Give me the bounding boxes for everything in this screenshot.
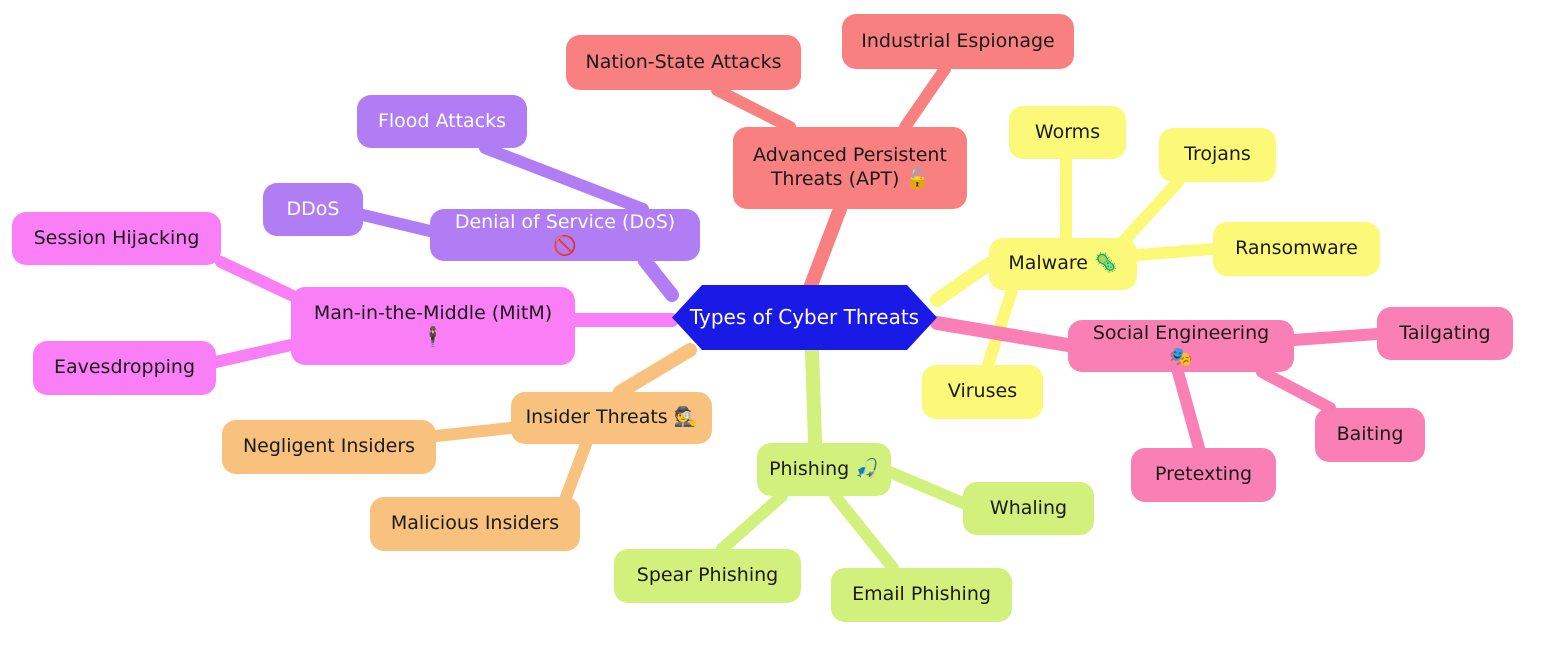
hexagon-shape	[672, 285, 937, 350]
branch-node-social-engineering[interactable]: Social Engineering 🎭	[1068, 320, 1294, 372]
node-label: Types of Cyber Threats	[689, 305, 920, 329]
node-label: Baiting	[1336, 423, 1404, 446]
node-label: Ransomware	[1235, 237, 1358, 260]
edge-phishing-to-email-phishing	[829, 490, 899, 574]
node-label: Session Hijacking	[33, 226, 200, 249]
node-label: Eavesdropping	[53, 356, 196, 379]
leaf-node-negligent-insiders[interactable]: Negligent Insiders	[222, 420, 436, 474]
leaf-node-baiting[interactable]: Baiting	[1315, 408, 1425, 462]
edge-social-engineering-to-tailgating	[1288, 328, 1383, 346]
leaf-node-industrial-espionage[interactable]: Industrial Espionage	[842, 14, 1074, 69]
branch-node-phishing[interactable]: Phishing 🎣	[757, 443, 891, 496]
node-label: Pretexting	[1154, 463, 1253, 486]
leaf-node-spear-phishing[interactable]: Spear Phishing	[614, 549, 801, 603]
node-label: Negligent Insiders	[242, 435, 416, 458]
leaf-node-ransomware[interactable]: Ransomware	[1213, 222, 1380, 276]
edge-malware-to-trojans	[1114, 176, 1184, 251]
leaf-node-pretexting[interactable]: Pretexting	[1131, 448, 1276, 502]
node-label: Whaling	[989, 496, 1068, 519]
edge-insider-threats-to-malicious-insiders	[560, 438, 592, 503]
node-label: Tailgating	[1399, 321, 1491, 344]
edge-phishing-to-spear-phishing	[716, 490, 788, 555]
node-label: DDoS	[286, 197, 340, 220]
edge-root-to-dos	[638, 254, 679, 302]
leaf-node-session-hijacking[interactable]: Session Hijacking	[12, 212, 221, 265]
leaf-node-whaling[interactable]: Whaling	[963, 482, 1094, 535]
leaf-node-ddos[interactable]: DDoS	[263, 183, 363, 236]
edge-mitm-to-session-hijacking	[215, 256, 297, 301]
node-label: Social Engineering 🎭	[1092, 322, 1270, 368]
leaf-node-viruses[interactable]: Viruses	[922, 365, 1043, 419]
leaf-node-trojans[interactable]: Trojans	[1159, 128, 1276, 182]
node-label: Worms	[1034, 120, 1101, 143]
edge-apt-to-industrial-espionage	[899, 63, 951, 133]
leaf-node-email-phishing[interactable]: Email Phishing	[831, 568, 1012, 622]
edge-root-to-social-engineering	[930, 316, 1075, 352]
leaf-node-malicious-insiders[interactable]: Malicious Insiders	[370, 497, 580, 551]
leaf-node-tailgating[interactable]: Tailgating	[1377, 307, 1513, 360]
edge-root-to-apt	[803, 202, 847, 295]
node-label: Trojans	[1184, 143, 1251, 166]
edge-apt-to-nation-state-attacks	[711, 84, 796, 133]
branch-node-malware[interactable]: Malware 🦠	[989, 238, 1137, 290]
node-label: Viruses	[947, 380, 1018, 403]
edge-root-to-malware	[930, 257, 996, 307]
edge-mitm-to-eavesdropping	[210, 339, 297, 368]
edge-malware-to-ransomware	[1131, 243, 1219, 261]
leaf-node-worms[interactable]: Worms	[1009, 106, 1126, 159]
edge-insider-threats-to-negligent-insiders	[430, 422, 517, 442]
edge-dos-to-flood-attacks	[479, 142, 649, 215]
edge-dos-to-ddos	[357, 209, 436, 237]
node-label: Email Phishing	[852, 583, 991, 606]
branch-node-insider-threats[interactable]: Insider Threats 🕵️	[511, 392, 712, 444]
leaf-node-flood-attacks[interactable]: Flood Attacks	[357, 95, 527, 148]
leaf-node-eavesdropping[interactable]: Eavesdropping	[33, 341, 216, 395]
node-label: Insider Threats 🕵️	[525, 406, 698, 429]
edge-root-to-insider-threats	[613, 343, 697, 399]
leaf-node-nation-state-attacks[interactable]: Nation-State Attacks	[566, 35, 801, 90]
node-label: Industrial Espionage	[861, 29, 1055, 52]
node-label: Advanced Persistent Threats (APT) 🔓	[753, 144, 947, 190]
node-label: Malicious Insiders	[390, 512, 560, 535]
branch-node-mitm[interactable]: Man-in-the-Middle (MitM) 🕴️	[291, 287, 575, 365]
branch-node-dos[interactable]: Denial of Service (DoS) 🚫	[430, 209, 700, 261]
node-label: Malware 🦠	[1008, 252, 1118, 275]
edge-social-engineering-to-baiting	[1256, 366, 1336, 414]
edge-social-engineering-to-pretexting	[1172, 366, 1205, 454]
node-label: Flood Attacks	[377, 109, 507, 132]
edge-root-to-phishing	[805, 343, 822, 450]
node-label: Nation-State Attacks	[585, 50, 782, 73]
node-label: Denial of Service (DoS) 🚫	[454, 211, 676, 257]
edge-phishing-to-whaling	[874, 462, 969, 509]
node-label: Phishing 🎣	[769, 457, 879, 480]
branch-node-apt[interactable]: Advanced Persistent Threats (APT) 🔓	[733, 127, 967, 209]
node-label: Man-in-the-Middle (MitM) 🕴️	[313, 302, 553, 348]
root-noderoot[interactable]: Types of Cyber Threats	[672, 285, 937, 350]
node-label: Spear Phishing	[636, 564, 779, 587]
